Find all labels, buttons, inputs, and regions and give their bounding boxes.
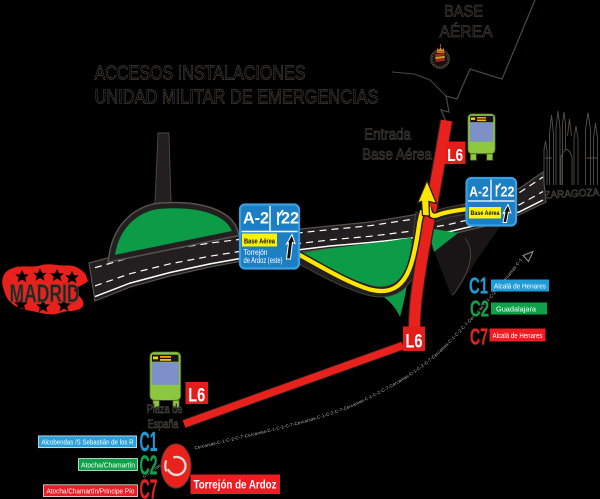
svg-text:BASE: BASE — [444, 2, 483, 21]
svg-text:ACCESOS INSTALACIONES: ACCESOS INSTALACIONES — [95, 62, 306, 85]
svg-text:L6: L6 — [188, 386, 205, 407]
svg-text:22: 22 — [501, 185, 515, 201]
svg-text:C7: C7 — [470, 324, 488, 350]
svg-text:L6: L6 — [447, 145, 463, 165]
svg-text:Guadalajara: Guadalajara — [496, 305, 537, 314]
svg-text:Base Aérea: Base Aérea — [471, 210, 500, 217]
svg-text:A-2: A-2 — [243, 209, 269, 228]
svg-text:Atocha/Chamartín/Principe Pío: Atocha/Chamartín/Principe Pío — [47, 487, 135, 496]
svg-text:UNIDAD MILITAR DE EMERGENCIAS: UNIDAD MILITAR DE EMERGENCIAS — [95, 86, 379, 109]
svg-text:España: España — [148, 419, 179, 431]
svg-text:Torrejón: Torrejón — [244, 248, 268, 257]
svg-text:Atocha/Chamartín: Atocha/Chamartín — [81, 460, 135, 469]
svg-text:Plaza de: Plaza de — [147, 404, 183, 416]
svg-text:Base Aérea: Base Aérea — [244, 237, 276, 246]
svg-text:Entrada: Entrada — [364, 127, 411, 144]
svg-text:C7: C7 — [140, 474, 158, 499]
svg-text:Base Aérea: Base Aérea — [362, 147, 432, 164]
svg-text:MADRID: MADRID — [10, 280, 80, 308]
svg-text:AÉREA: AÉREA — [440, 22, 494, 41]
svg-text:de Ardoz (este): de Ardoz (este) — [244, 256, 283, 265]
svg-text:ZARAGOZA: ZARAGOZA — [544, 187, 600, 202]
svg-text:Torrejón de Ardoz: Torrejón de Ardoz — [194, 480, 277, 492]
svg-text:Alcalá de Henares: Alcalá de Henares — [493, 331, 543, 340]
svg-text:C2: C2 — [470, 296, 489, 322]
svg-text:C1: C1 — [140, 426, 158, 457]
svg-text:Alcalá de Henares: Alcalá de Henares — [494, 282, 546, 291]
svg-text:Alcobendas /S Sebastián de los: Alcobendas /S Sebastián de los R — [42, 438, 134, 447]
svg-text:22: 22 — [281, 209, 299, 228]
svg-text:L6: L6 — [406, 332, 423, 353]
svg-text:C1: C1 — [469, 273, 488, 299]
svg-text:A-2: A-2 — [469, 185, 489, 201]
svg-text:C2: C2 — [140, 450, 158, 481]
